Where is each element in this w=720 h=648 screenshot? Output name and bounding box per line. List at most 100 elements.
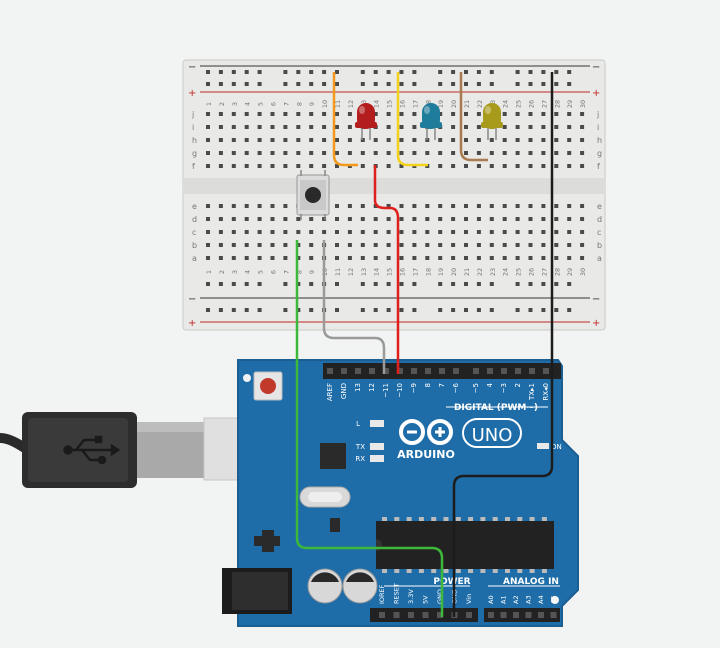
terminal-hole[interactable] — [515, 217, 520, 221]
rail-hole[interactable] — [257, 308, 262, 312]
terminal-hole[interactable] — [386, 125, 391, 129]
rail-hole[interactable] — [412, 308, 417, 312]
terminal-hole[interactable] — [567, 230, 572, 234]
terminal-hole[interactable] — [399, 125, 404, 129]
rail-hole[interactable] — [309, 82, 314, 86]
analog-pin[interactable] — [525, 612, 532, 618]
rail-hole[interactable] — [296, 282, 301, 286]
terminal-hole[interactable] — [580, 138, 585, 142]
terminal-hole[interactable] — [335, 138, 339, 142]
rail-hole[interactable] — [206, 82, 210, 86]
terminal-hole[interactable] — [464, 164, 468, 168]
terminal-hole[interactable] — [270, 151, 275, 155]
terminal-hole[interactable] — [218, 217, 223, 221]
rail-hole[interactable] — [231, 282, 236, 286]
terminal-hole[interactable] — [335, 230, 339, 234]
terminal-hole[interactable] — [231, 230, 236, 234]
terminal-hole[interactable] — [257, 138, 262, 142]
terminal-hole[interactable] — [218, 256, 223, 260]
analog-pin[interactable] — [488, 612, 494, 618]
terminal-hole[interactable] — [283, 112, 288, 116]
terminal-hole[interactable] — [489, 230, 494, 234]
rail-hole[interactable] — [373, 308, 378, 312]
terminal-hole[interactable] — [541, 138, 546, 142]
terminal-hole[interactable] — [296, 138, 301, 142]
rail-hole[interactable] — [206, 70, 210, 74]
terminal-hole[interactable] — [580, 217, 585, 221]
terminal-hole[interactable] — [270, 217, 275, 221]
digital-pin[interactable] — [383, 368, 389, 374]
terminal-hole[interactable] — [373, 256, 378, 260]
terminal-hole[interactable] — [335, 125, 339, 129]
terminal-hole[interactable] — [438, 230, 443, 234]
rail-hole[interactable] — [451, 282, 456, 286]
terminal-hole[interactable] — [347, 151, 352, 155]
terminal-hole[interactable] — [489, 164, 494, 168]
terminal-hole[interactable] — [464, 217, 468, 221]
rail-hole[interactable] — [412, 70, 417, 74]
terminal-hole[interactable] — [373, 230, 378, 234]
terminal-hole[interactable] — [322, 230, 327, 234]
rail-hole[interactable] — [322, 82, 327, 86]
terminal-hole[interactable] — [515, 243, 520, 247]
terminal-hole[interactable] — [347, 204, 352, 208]
terminal-hole[interactable] — [464, 204, 468, 208]
terminal-hole[interactable] — [335, 204, 339, 208]
terminal-hole[interactable] — [541, 164, 546, 168]
terminal-hole[interactable] — [399, 256, 404, 260]
digital-pin[interactable] — [397, 368, 403, 374]
terminal-hole[interactable] — [347, 112, 352, 116]
analog-pin[interactable] — [550, 612, 557, 618]
terminal-hole[interactable] — [347, 217, 352, 221]
wire-yellow[interactable] — [396, 72, 428, 167]
terminal-hole[interactable] — [244, 138, 249, 142]
terminal-hole[interactable] — [425, 217, 430, 221]
terminal-hole[interactable] — [580, 230, 585, 234]
power-pin[interactable] — [408, 612, 414, 618]
terminal-hole[interactable] — [360, 151, 365, 155]
rail-hole[interactable] — [244, 70, 249, 74]
rail-hole[interactable] — [464, 308, 468, 312]
terminal-hole[interactable] — [515, 164, 520, 168]
rail-hole[interactable] — [567, 82, 572, 86]
terminal-hole[interactable] — [554, 164, 559, 168]
wire-gray[interactable] — [322, 240, 386, 374]
terminal-hole[interactable] — [489, 204, 494, 208]
rail-hole[interactable] — [567, 308, 572, 312]
terminal-hole[interactable] — [244, 125, 249, 129]
rail-hole[interactable] — [451, 70, 456, 74]
terminal-hole[interactable] — [373, 151, 378, 155]
terminal-hole[interactable] — [489, 243, 494, 247]
rail-hole[interactable] — [309, 70, 314, 74]
rail-hole[interactable] — [386, 70, 391, 74]
power-pin[interactable] — [379, 612, 385, 618]
terminal-hole[interactable] — [438, 204, 443, 208]
terminal-hole[interactable] — [528, 243, 533, 247]
rail-hole[interactable] — [296, 70, 301, 74]
rail-hole[interactable] — [257, 82, 262, 86]
terminal-hole[interactable] — [489, 217, 494, 221]
terminal-hole[interactable] — [554, 256, 559, 260]
rail-hole[interactable] — [231, 70, 236, 74]
terminal-hole[interactable] — [567, 217, 572, 221]
rail-hole[interactable] — [541, 308, 546, 312]
terminal-hole[interactable] — [309, 164, 314, 168]
rail-hole[interactable] — [528, 70, 533, 74]
rail-hole[interactable] — [335, 82, 339, 86]
terminal-hole[interactable] — [360, 204, 365, 208]
power-pin[interactable] — [466, 612, 472, 618]
rail-hole[interactable] — [244, 82, 249, 86]
terminal-hole[interactable] — [218, 164, 223, 168]
terminal-hole[interactable] — [360, 230, 365, 234]
terminal-hole[interactable] — [476, 112, 481, 116]
terminal-hole[interactable] — [218, 243, 223, 247]
terminal-hole[interactable] — [528, 164, 533, 168]
wire-brown[interactable] — [459, 72, 488, 162]
rail-hole[interactable] — [464, 282, 468, 286]
terminal-hole[interactable] — [554, 151, 559, 155]
terminal-hole[interactable] — [244, 230, 249, 234]
terminal-hole[interactable] — [257, 256, 262, 260]
terminal-hole[interactable] — [309, 256, 314, 260]
terminal-hole[interactable] — [296, 112, 301, 116]
terminal-hole[interactable] — [270, 243, 275, 247]
